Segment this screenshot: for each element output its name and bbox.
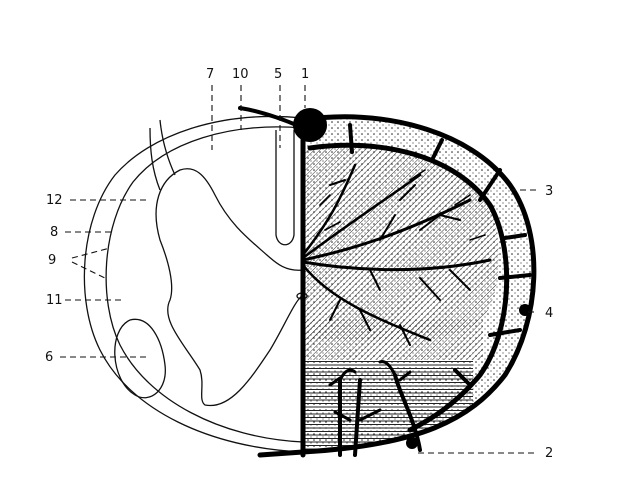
gray-matter-hatched-zone: [303, 146, 499, 341]
vessel-node-2: [406, 437, 418, 449]
label-11: 11: [46, 293, 63, 308]
ventral-hatched-band: [303, 320, 483, 360]
label-8: 8: [50, 225, 58, 240]
vasocorona-outer: [257, 114, 537, 458]
cord-outline: [83, 115, 304, 453]
lateral-nucleus: [114, 318, 166, 399]
label-3: 3: [545, 184, 553, 199]
pia-layer-left: [105, 126, 304, 443]
label-10: 10: [232, 67, 249, 82]
vessel-node-4: [519, 304, 531, 316]
vasocorona-inner: [307, 142, 510, 433]
label-5: 5: [274, 67, 282, 82]
gray-matter-left: [155, 168, 304, 407]
vessel-branches: [301, 163, 492, 457]
radial-arteries: [348, 123, 532, 387]
dorsal-root-left: [149, 119, 176, 191]
label-1: 1: [301, 67, 309, 82]
label-7: 7: [206, 67, 214, 82]
label-2: 2: [545, 446, 553, 461]
label-12: 12: [46, 193, 63, 208]
ventral-fissure: [275, 130, 295, 246]
leader-lines: [60, 85, 538, 454]
label-6: 6: [45, 350, 53, 365]
label-4: 4: [545, 306, 553, 321]
label-9: 9: [48, 253, 56, 268]
anterior-spinal-artery: [293, 108, 327, 142]
